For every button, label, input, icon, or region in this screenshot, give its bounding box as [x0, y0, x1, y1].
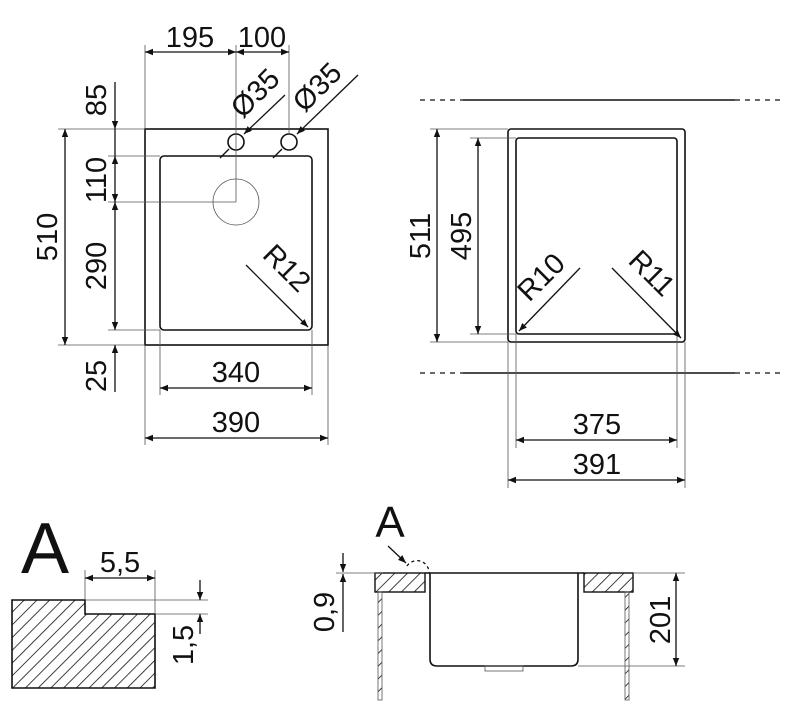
section-view: A 201 0,9 — [309, 498, 685, 701]
dim-0-9: 0,9 — [309, 592, 341, 632]
dim-375: 375 — [573, 409, 621, 441]
dim-r11: R11 — [622, 244, 681, 303]
dim-390: 390 — [212, 407, 260, 439]
dim-511: 511 — [405, 213, 437, 259]
dim-110: 110 — [81, 157, 113, 203]
dim-495: 495 — [446, 212, 478, 260]
countertop-left — [374, 572, 426, 593]
top-view: 195 100 85 110 290 25 510 340 390 Ø35 Ø3… — [32, 22, 359, 445]
bowl-section — [425, 572, 584, 667]
dim-195: 195 — [166, 22, 214, 54]
bowl-outer — [507, 128, 686, 343]
dim-391: 391 — [573, 449, 621, 481]
dim-85: 85 — [81, 84, 113, 116]
detail-a-label: A — [21, 509, 69, 589]
detail-a: A 5,5 1,5 — [11, 509, 208, 689]
dim-25: 25 — [81, 360, 113, 392]
countertop-right — [583, 572, 634, 593]
section-detail-label: A — [375, 498, 405, 547]
bowl-view: 511 495 R10 R11 375 391 — [405, 99, 780, 488]
bowl-inner — [515, 137, 678, 335]
dim-r12: R12 — [256, 239, 316, 299]
cabinet-wall-left — [377, 591, 383, 701]
dim-510: 510 — [32, 213, 64, 261]
dim-hole-2: Ø35 — [287, 57, 348, 118]
tap-hole-2 — [280, 133, 298, 151]
dim-340: 340 — [212, 357, 260, 389]
dim-1-5: 1,5 — [168, 625, 200, 665]
dim-r10: R10 — [512, 248, 572, 308]
sink-outline — [144, 128, 329, 346]
dim-5-5: 5,5 — [100, 547, 140, 579]
dim-201: 201 — [645, 596, 677, 644]
drain-outlet — [484, 665, 524, 672]
dim-100: 100 — [238, 22, 286, 54]
hatched-edge — [11, 599, 156, 689]
cabinet-wall-right — [624, 591, 630, 701]
dim-hole-1: Ø35 — [225, 63, 286, 124]
dim-290: 290 — [81, 242, 113, 290]
